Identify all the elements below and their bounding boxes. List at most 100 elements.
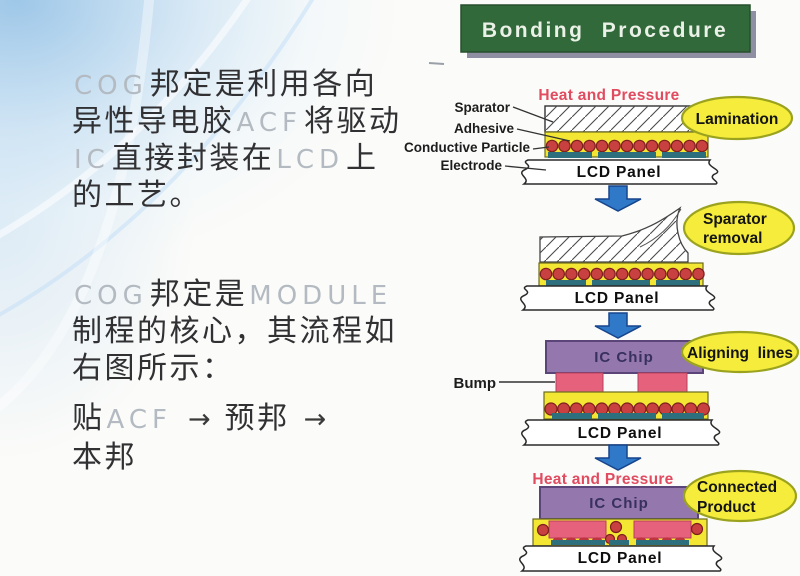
lcd-panel-shape	[519, 545, 723, 572]
leader-line-sparator	[512, 106, 554, 123]
left-text-column: COG邦定是利用各向 异性导电胶ACF将驱动 IC直接封装在LCD上 的工艺。 …	[72, 66, 401, 477]
title-banner: Bonding Procedure	[460, 4, 756, 58]
peeling-separator-hatch	[540, 208, 688, 262]
electrode-strip	[656, 280, 700, 286]
conductive-particle	[608, 139, 621, 153]
electrode-strip	[609, 540, 629, 545]
latin-text: LCD	[276, 145, 344, 175]
cjk-text: 的工艺。	[72, 179, 202, 212]
latin-text: ACF	[106, 405, 172, 435]
leader-line-conductive	[532, 146, 550, 150]
conductive-particle	[595, 139, 609, 153]
conductive-particle	[679, 267, 692, 281]
latin-text: IC	[74, 145, 110, 175]
cjk-text: 将驱动	[303, 105, 402, 138]
electrode-strip	[552, 413, 592, 419]
badge-sparator-removal-line1: Sparator	[703, 211, 767, 228]
text-line: IC直接封装在LCD上	[72, 140, 401, 177]
latin-text: COG	[74, 71, 148, 101]
electrode-strip	[598, 413, 656, 419]
down-arrow	[594, 312, 642, 339]
cjk-text: 异性导电胶	[72, 105, 235, 138]
conductive-particle	[645, 139, 659, 153]
electrode-strip	[662, 152, 706, 158]
conductive-particle	[544, 402, 558, 416]
cjk-text: 制程的核心，其流程如	[72, 315, 397, 348]
paragraph-module-core: COG邦定是MODULE 制程的核心，其流程如 右图所示：	[72, 276, 397, 387]
conductive-particle	[565, 267, 578, 281]
text-line: COG邦定是利用各向	[72, 66, 401, 103]
leader-line-adhesive	[516, 128, 571, 142]
ic-chip-label: IC Chip	[594, 349, 654, 366]
banner-box	[460, 4, 751, 53]
badge-sparator-removal	[682, 200, 796, 256]
label-sparator: Sparator	[454, 100, 510, 115]
conductive-particle	[641, 267, 654, 281]
flow-arrow-glyph: →	[187, 404, 211, 435]
separator-hatch	[545, 106, 708, 132]
diagram-title: Bonding Procedure	[482, 19, 728, 42]
conductive-particle	[670, 139, 684, 153]
compressed-bump	[548, 520, 607, 539]
lcd-panel-label: LCD Panel	[578, 550, 663, 567]
cjk-text: 上	[346, 142, 379, 175]
label-conductive-particle: Conductive Particle	[404, 140, 531, 155]
conductive-particle	[628, 267, 642, 281]
lcd-panel-shape	[521, 159, 719, 185]
cjk-text: 本邦	[72, 441, 137, 474]
label-adhesive: Adhesive	[454, 121, 515, 136]
conductive-particle	[552, 267, 565, 281]
paragraph-process-flow: 贴ACF → 预邦 → 本邦	[72, 399, 340, 477]
conductive-particle	[690, 522, 704, 536]
cjk-text: 贴	[72, 402, 105, 435]
conductive-particle	[583, 139, 596, 153]
badge-connected-line1: Connected	[697, 479, 777, 496]
down-arrow	[594, 185, 642, 212]
lcd-panel-label: LCD Panel	[578, 425, 663, 442]
text-line: 贴ACF → 预邦 →	[72, 399, 340, 438]
stage-connected: Heat and Pressure IC Chip LCD Panel Conn…	[519, 469, 798, 572]
bump-block	[555, 372, 604, 393]
cjk-text: 右图所示：	[72, 352, 235, 385]
electrode-strip	[662, 413, 704, 419]
electrode-strip	[551, 540, 605, 545]
latin-text: COG	[74, 281, 148, 311]
conductive-particle	[666, 267, 680, 281]
conductive-particle	[539, 267, 553, 281]
badge-aligning-lines	[680, 330, 800, 374]
stage-lamination: Heat and Pressure LCD Panel Sparator Adh…	[404, 87, 794, 185]
ic-chip-label: IC Chip	[589, 495, 649, 512]
paragraph-cog-definition: COG邦定是利用各向 异性导电胶ACF将驱动 IC直接封装在LCD上 的工艺。	[72, 66, 401, 214]
cjk-text: 邦定是	[149, 278, 248, 311]
conductive-particle	[692, 267, 705, 281]
conductive-particle	[609, 520, 623, 534]
text-line: 制程的核心，其流程如	[72, 313, 397, 350]
badge-connected-line2: Product	[697, 499, 756, 516]
cjk-text: 预邦	[224, 402, 290, 435]
flow-arrow-glyph: →	[303, 404, 327, 435]
text-line: 右图所示：	[72, 350, 397, 387]
latin-text: ACF	[236, 108, 302, 138]
electrode-strips	[548, 152, 706, 158]
compressed-bump	[633, 520, 692, 539]
text-line: COG邦定是MODULE	[72, 276, 397, 313]
label-electrode: Electrode	[440, 158, 502, 173]
badge-sparator-removal-line2: removal	[703, 230, 762, 247]
conductive-particle	[633, 139, 646, 153]
conductive-particle	[558, 139, 571, 153]
electrode-strip	[636, 540, 689, 545]
badge-lamination-label: Lamination	[696, 111, 779, 128]
peel-curl-line	[639, 208, 682, 248]
electrode-strip	[598, 152, 656, 158]
conductive-particle	[536, 523, 550, 537]
conductive-particle	[545, 139, 559, 153]
conductive-particle	[577, 267, 591, 281]
stage-sparator-removal: LCD Panel Sparator removal	[520, 200, 796, 311]
leader-line-electrode	[504, 165, 547, 171]
badge-aligning-lines-label: Aligning lines	[687, 345, 793, 362]
bump-block	[637, 372, 688, 393]
lcd-panel-label: LCD Panel	[577, 164, 662, 181]
electrode-strip	[546, 280, 586, 286]
